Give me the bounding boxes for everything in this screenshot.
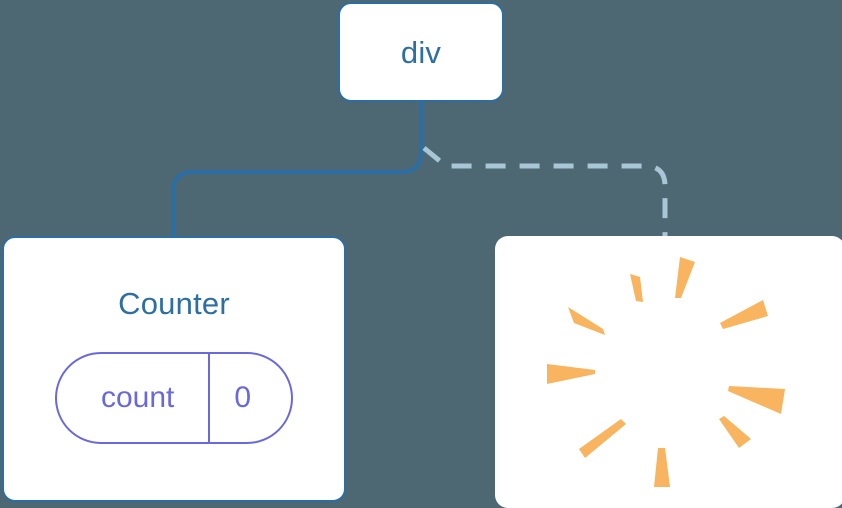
connector-div-to-counter — [171, 102, 423, 236]
connector-div-to-sparkle — [422, 146, 668, 236]
state-pill-key: count — [100, 381, 175, 414]
node-div-label: div — [400, 34, 442, 70]
node-sparkle[interactable] — [495, 236, 842, 508]
node-counter[interactable]: Counter count 0 — [2, 236, 346, 502]
node-counter-label: Counter — [118, 286, 230, 321]
state-pill-value: 0 — [208, 354, 291, 442]
node-div[interactable]: div — [338, 2, 504, 102]
state-pill[interactable]: count 0 — [54, 352, 294, 444]
sparkle-burst-icon — [547, 257, 785, 487]
sparkle-rays — [547, 257, 785, 487]
